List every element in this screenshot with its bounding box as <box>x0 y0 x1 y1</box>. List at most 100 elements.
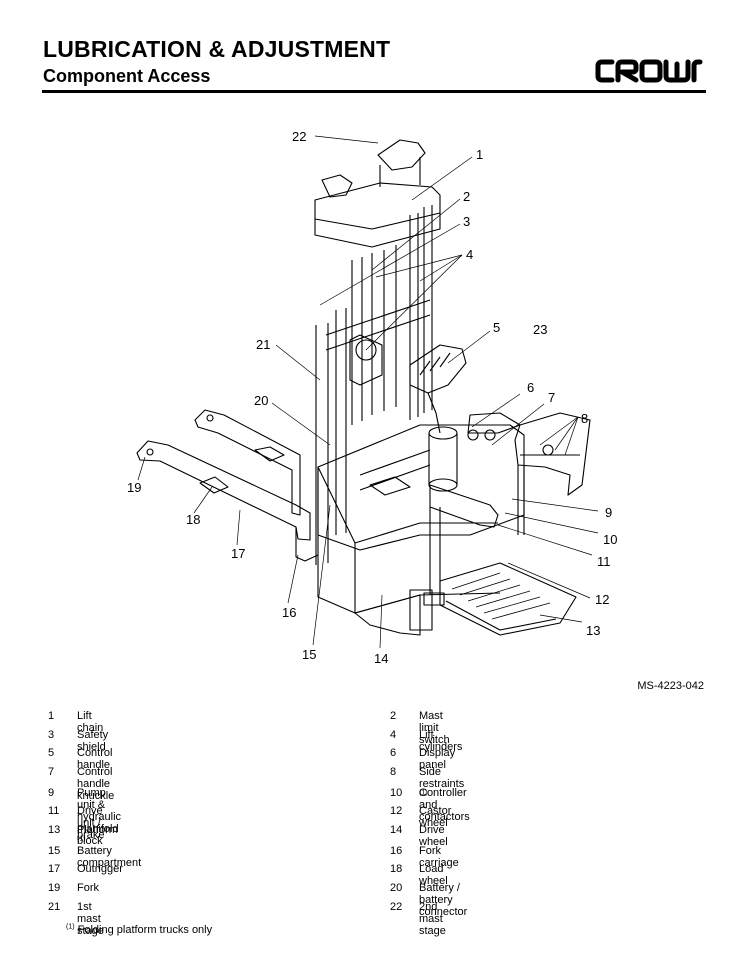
legend-number: 6 <box>390 747 397 759</box>
legend-label: Load wheel <box>419 863 448 887</box>
legend-label: Control handle <box>77 747 112 771</box>
legend-label: Castor wheel <box>419 805 451 829</box>
legend-label-text: Load wheel <box>419 863 448 887</box>
legend-note-marker: (1) <box>419 789 428 797</box>
legend-number: 17 <box>48 863 61 875</box>
legend-label-text: Battery compartment <box>77 845 142 869</box>
callout-10: 10 <box>603 532 617 547</box>
callout-13: 13 <box>586 623 600 638</box>
legend-label-text: Platform <box>77 824 118 836</box>
callout-17: 17 <box>231 546 245 561</box>
legend-number: 2 <box>390 710 397 722</box>
leader-lines <box>137 135 599 649</box>
callout-4: 4 <box>466 247 473 262</box>
legend-number: 3 <box>48 729 55 741</box>
legend-number: 13 <box>48 824 61 836</box>
legend-number: 15 <box>48 845 61 857</box>
legend-label-text: Lift cylinders <box>419 729 463 753</box>
legend-number: 14 <box>390 824 403 836</box>
legend-note-marker: (1) <box>77 835 86 843</box>
legend-label-text: Drive unit / brake <box>77 805 105 841</box>
legend-number: 4 <box>390 729 397 741</box>
legend-number: 16 <box>390 845 403 857</box>
legend-label: Platform (1) <box>77 824 118 848</box>
legend-number: 12 <box>390 805 403 817</box>
legend-label: 2nd mast stage <box>419 901 446 937</box>
legend-label-text: Display panel <box>419 747 456 771</box>
callout-11: 11 <box>597 554 611 569</box>
callout-7: 7 <box>548 390 555 405</box>
legend-number: 18 <box>390 863 403 875</box>
legend-label: Battery / battery connector <box>419 882 467 918</box>
callout-6: 6 <box>527 380 534 395</box>
legend-label-text: Drive wheel <box>419 824 448 848</box>
legend-number: 11 <box>48 805 60 817</box>
legend-label-text: Castor wheel <box>419 805 452 829</box>
legend-label-text: Pump unit & hydraulic manifold block <box>77 787 122 847</box>
figure-id: MS-4223-042 <box>637 680 704 692</box>
callout-14: 14 <box>374 651 388 666</box>
legend-label: Lift chain <box>77 710 103 734</box>
footnote: (1) Folding platform trucks only <box>66 923 213 936</box>
callout-2: 2 <box>463 189 470 204</box>
callout-9: 9 <box>605 505 612 520</box>
legend-label: Mast limit switch <box>419 710 450 746</box>
footnote-text: Folding platform trucks only <box>77 924 213 936</box>
callout-18: 18 <box>186 512 200 527</box>
legend-label: Outrigger <box>77 863 123 875</box>
callout-15: 15 <box>302 647 316 662</box>
legend-number: 19 <box>48 882 61 894</box>
legend-number: 8 <box>390 766 397 778</box>
legend-label-text: 2nd mast stage <box>419 901 446 937</box>
legend-label-text: Control handle knuckle <box>77 766 115 802</box>
callout-23: 23 <box>533 322 547 337</box>
legend-label-text: Control handle <box>77 747 113 771</box>
legend-label: Fork <box>77 882 99 894</box>
legend-label-text: Fork carriage <box>419 845 459 869</box>
legend-number: 5 <box>48 747 55 759</box>
legend-label: 1st mast stage <box>77 901 104 937</box>
component-diagram: 22 1 2 3 4 5 23 6 7 8 9 10 11 12 13 14 1… <box>127 129 617 666</box>
legend-number: 10 <box>390 787 403 799</box>
legend-label-text: Lift chain <box>77 710 104 734</box>
legend-label: Control handle knuckle <box>77 766 114 802</box>
legend-label: Safety shield <box>77 729 108 753</box>
callout-8: 8 <box>581 411 588 426</box>
page-title: LUBRICATION & ADJUSTMENT <box>43 36 391 62</box>
callout-5: 5 <box>493 320 500 335</box>
legend-label-text: Safety shield <box>77 729 109 753</box>
legend-label: Lift cylinders <box>419 729 462 753</box>
callout-20: 20 <box>254 393 268 408</box>
legend-label-text: Outrigger <box>77 863 123 875</box>
legend-label: Drive wheel <box>419 824 448 848</box>
legend-number: 7 <box>48 766 55 778</box>
legend-label-text: Mast limit switch <box>419 710 450 746</box>
callout-22: 22 <box>292 129 306 144</box>
crown-logo <box>594 56 704 91</box>
page-subtitle: Component Access <box>43 66 211 86</box>
callout-3: 3 <box>463 214 470 229</box>
callout-labels: 22 1 2 3 4 5 23 6 7 8 9 10 11 12 13 14 1… <box>127 129 617 666</box>
legend-number: 20 <box>390 882 403 894</box>
legend-label: Battery compartment <box>77 845 141 869</box>
legend-label: Pump unit & hydraulic manifold block <box>77 787 121 847</box>
legend-label-text: Fork <box>77 882 99 894</box>
legend-label: Display panel <box>419 747 455 771</box>
callout-19: 19 <box>127 480 141 495</box>
legend-number: 22 <box>390 901 403 913</box>
callout-16: 16 <box>282 605 296 620</box>
legend-label-text: 1st mast stage <box>77 901 104 937</box>
legend-number: 1 <box>48 710 55 722</box>
footnote-marker: (1) <box>66 923 75 931</box>
callout-1: 1 <box>476 147 483 162</box>
callout-12: 12 <box>595 592 609 607</box>
truck-drawing <box>136 139 591 636</box>
legend-label: Side restraints (1) <box>419 766 464 802</box>
legend-label-text: Battery / battery connector <box>419 882 468 918</box>
legend-label-text: Side restraints <box>419 766 465 790</box>
legend-number: 9 <box>48 787 55 799</box>
header-rule <box>42 90 706 93</box>
legend-label: Fork carriage <box>419 845 459 869</box>
legend-label: Drive unit / brake <box>77 805 105 841</box>
legend-number: 21 <box>48 901 61 913</box>
